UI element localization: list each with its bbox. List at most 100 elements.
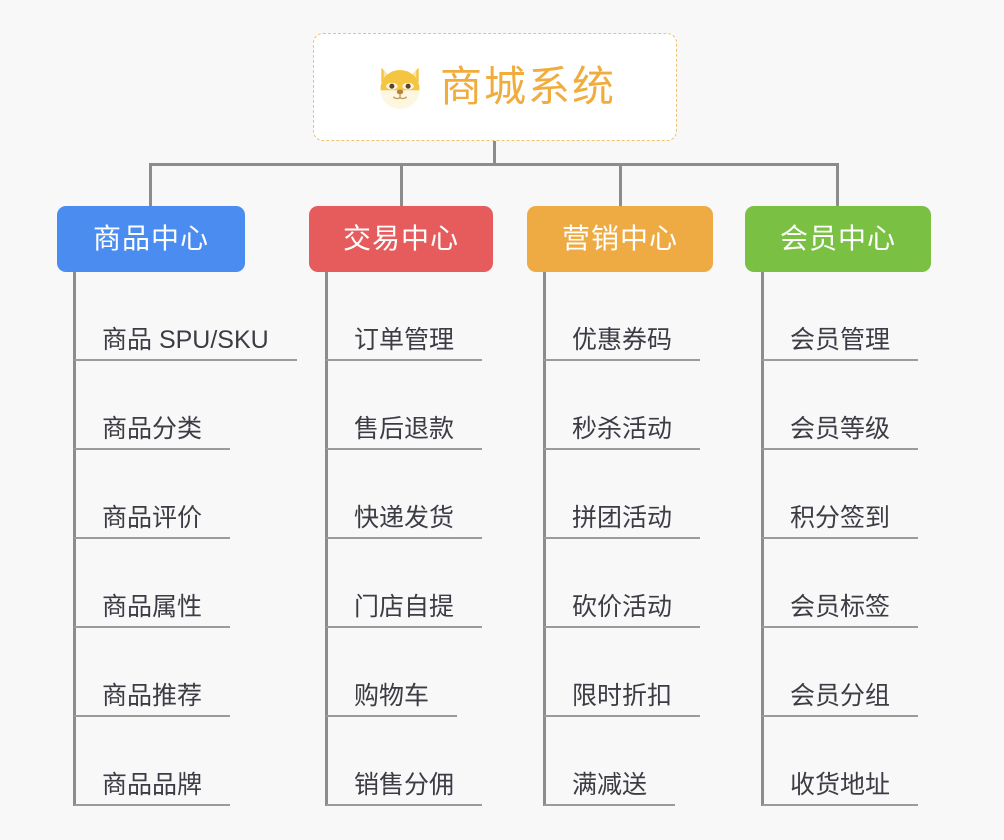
category-title: 商品中心 — [92, 223, 209, 254]
leaf-item[interactable]: 门店自提 — [309, 539, 493, 628]
leaf-item[interactable]: 销售分佣 — [309, 717, 493, 806]
leaf-item[interactable]: 商品属性 — [57, 539, 245, 628]
leaf-list: 订单管理售后退款快递发货门店自提购物车销售分佣 — [309, 272, 493, 806]
leaf-label: 砍价活动 — [572, 593, 673, 621]
leaf-underline: 商品 SPU/SKU — [74, 328, 297, 361]
leaf-item[interactable]: 商品品牌 — [57, 717, 245, 806]
leaf-item[interactable]: 会员等级 — [745, 361, 931, 450]
leaf-label: 商品 SPU/SKU — [102, 326, 269, 354]
leaf-label: 商品分类 — [102, 415, 203, 443]
shiba-dog-face-icon — [374, 61, 426, 113]
leaf-underline: 满减送 — [544, 771, 676, 806]
leaf-item[interactable]: 会员标签 — [745, 539, 931, 628]
column-trunk-line — [325, 272, 328, 806]
leaf-label: 商品属性 — [102, 593, 203, 621]
leaf-item[interactable]: 优惠券码 — [527, 272, 713, 361]
leaf-underline: 商品推荐 — [74, 682, 231, 717]
connector-drop-3 — [619, 163, 622, 206]
leaf-label: 会员管理 — [790, 326, 891, 354]
leaf-item[interactable]: 收货地址 — [745, 717, 931, 806]
leaf-item[interactable]: 售后退款 — [309, 361, 493, 450]
leaf-item[interactable]: 拼团活动 — [527, 450, 713, 539]
leaf-underline: 砍价活动 — [544, 593, 701, 628]
category-column-marketing-center: 营销中心优惠券码秒杀活动拼团活动砍价活动限时折扣满减送 — [527, 206, 713, 806]
category-header-member-center[interactable]: 会员中心 — [745, 206, 931, 272]
leaf-item[interactable]: 订单管理 — [309, 272, 493, 361]
leaf-item[interactable]: 商品 SPU/SKU — [57, 272, 297, 361]
connector-drop-4 — [836, 163, 839, 206]
leaf-underline: 商品属性 — [74, 593, 231, 628]
leaf-label: 满减送 — [572, 771, 648, 799]
root-title: 商城系统 — [439, 63, 616, 110]
leaf-underline: 购物车 — [326, 682, 458, 717]
leaf-label: 商品品牌 — [102, 771, 203, 799]
leaf-underline: 限时折扣 — [544, 682, 701, 717]
leaf-item[interactable]: 限时折扣 — [527, 628, 713, 717]
leaf-underline: 会员分组 — [762, 682, 919, 717]
leaf-item[interactable]: 商品分类 — [57, 361, 245, 450]
leaf-underline: 拼团活动 — [544, 504, 701, 539]
leaf-item[interactable]: 商品评价 — [57, 450, 245, 539]
leaf-label: 购物车 — [354, 682, 430, 710]
leaf-item[interactable]: 砍价活动 — [527, 539, 713, 628]
leaf-label: 优惠券码 — [572, 326, 673, 354]
leaf-underline: 门店自提 — [326, 593, 483, 628]
leaf-item[interactable]: 会员分组 — [745, 628, 931, 717]
category-header-trade-center[interactable]: 交易中心 — [309, 206, 493, 272]
leaf-label: 会员标签 — [790, 593, 891, 621]
leaf-item[interactable]: 满减送 — [527, 717, 713, 806]
leaf-underline: 商品品牌 — [74, 771, 231, 806]
column-trunk-line — [761, 272, 764, 806]
leaf-label: 拼团活动 — [572, 504, 673, 532]
leaf-underline: 积分签到 — [762, 504, 919, 539]
category-title: 营销中心 — [561, 223, 678, 254]
leaf-underline: 商品分类 — [74, 415, 231, 450]
root-node[interactable]: 商城系统 — [313, 33, 677, 141]
leaf-list: 会员管理会员等级积分签到会员标签会员分组收货地址 — [745, 272, 931, 806]
connector-horizontal-bar — [149, 163, 839, 166]
column-trunk-line — [73, 272, 76, 806]
leaf-underline: 会员标签 — [762, 593, 919, 628]
leaf-item[interactable]: 商品推荐 — [57, 628, 245, 717]
connector-root-stem — [493, 141, 496, 165]
leaf-underline: 快递发货 — [326, 504, 483, 539]
leaf-underline: 会员管理 — [762, 326, 919, 361]
leaf-label: 秒杀活动 — [572, 415, 673, 443]
leaf-label: 门店自提 — [354, 593, 455, 621]
category-header-product-center[interactable]: 商品中心 — [57, 206, 245, 272]
leaf-underline: 优惠券码 — [544, 326, 701, 361]
leaf-label: 会员等级 — [790, 415, 891, 443]
category-title: 会员中心 — [779, 223, 896, 254]
leaf-underline: 秒杀活动 — [544, 415, 701, 450]
connector-drop-1 — [149, 163, 152, 206]
leaf-underline: 售后退款 — [326, 415, 483, 450]
leaf-item[interactable]: 积分签到 — [745, 450, 931, 539]
category-title: 交易中心 — [342, 223, 459, 254]
leaf-item[interactable]: 会员管理 — [745, 272, 931, 361]
leaf-label: 订单管理 — [354, 326, 455, 354]
leaf-label: 商品推荐 — [102, 682, 203, 710]
leaf-item[interactable]: 快递发货 — [309, 450, 493, 539]
leaf-label: 限时折扣 — [572, 682, 673, 710]
category-header-marketing-center[interactable]: 营销中心 — [527, 206, 713, 272]
leaf-label: 快递发货 — [354, 504, 455, 532]
leaf-label: 积分签到 — [790, 504, 891, 532]
leaf-label: 会员分组 — [790, 682, 891, 710]
category-column-member-center: 会员中心会员管理会员等级积分签到会员标签会员分组收货地址 — [745, 206, 931, 806]
leaf-label: 收货地址 — [790, 771, 891, 799]
leaf-label: 销售分佣 — [354, 771, 455, 799]
leaf-underline: 商品评价 — [74, 504, 231, 539]
leaf-underline: 订单管理 — [326, 326, 483, 361]
leaf-label: 售后退款 — [354, 415, 455, 443]
leaf-underline: 销售分佣 — [326, 771, 483, 806]
category-column-trade-center: 交易中心订单管理售后退款快递发货门店自提购物车销售分佣 — [309, 206, 493, 806]
leaf-list: 优惠券码秒杀活动拼团活动砍价活动限时折扣满减送 — [527, 272, 713, 806]
leaf-label: 商品评价 — [102, 504, 203, 532]
leaf-list: 商品 SPU/SKU 商品分类商品评价商品属性商品推荐商品品牌 — [57, 272, 297, 806]
leaf-item[interactable]: 秒杀活动 — [527, 361, 713, 450]
leaf-item[interactable]: 购物车 — [309, 628, 493, 717]
leaf-underline: 会员等级 — [762, 415, 919, 450]
category-column-product-center: 商品中心商品 SPU/SKU 商品分类商品评价商品属性商品推荐商品品牌 — [57, 206, 297, 806]
leaf-underline: 收货地址 — [762, 771, 919, 806]
